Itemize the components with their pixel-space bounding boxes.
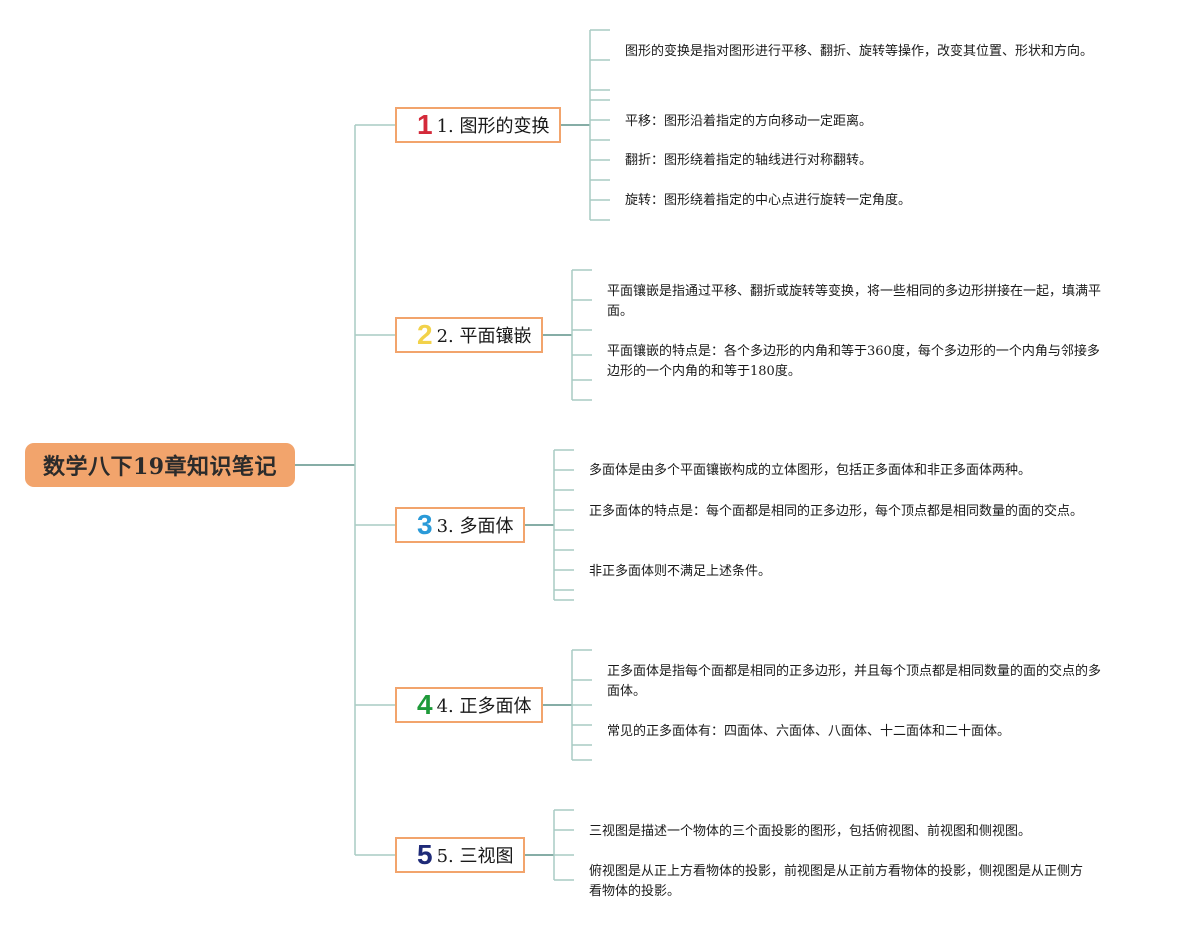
note-2-2: 平面镶嵌的特点是：各个多边形的内角和等于360度，每个多边形的一个内角与邻接多边… [607,344,1100,379]
note-3-1: 多面体是由多个平面镶嵌构成的立体图形，包括正多面体和非正多面体两种。 [589,463,1032,478]
topic-node-4[interactable]: 4 4. 正多面体 [395,687,543,723]
number-5-icon: 5 [417,839,433,870]
note-5-2: 俯视图是从正上方看物体的投影，前视图是从正前方看物体的投影，侧视图是从正侧方看物… [589,864,1084,899]
topic-node-5[interactable]: 5 5. 三视图 [395,837,525,873]
note-3-2: 正多面体的特点是：每个面都是相同的正多边形，每个顶点都是相同数量的面的交点。 [589,504,1084,519]
number-2-icon: 2 [417,319,433,350]
note-5-1: 三视图是描述一个物体的三个面投影的图形，包括俯视图、前视图和侧视图。 [589,824,1032,839]
topic-node-3[interactable]: 3 3. 多面体 [395,507,525,543]
note-1-1: 图形的变换是指对图形进行平移、翻折、旋转等操作，改变其位置、形状和方向。 [625,44,1094,59]
number-4-icon: 4 [417,689,433,720]
topic-label: 3. 多面体 [436,516,514,537]
number-1-icon: 1 [417,109,433,140]
note-2-1: 平面镶嵌是指通过平移、翻折或旋转等变换，将一些相同的多边形拼接在一起，填满平面。 [607,284,1102,319]
topic-label: 1. 图形的变换 [436,116,550,137]
note-4-1: 正多面体是指每个面都是相同的正多边形，并且每个顶点都是相同数量的面的交点的多面体… [607,664,1102,699]
note-1-3: 翻折：图形绕着指定的轴线进行对称翻转。 [625,153,873,168]
topic-node-2[interactable]: 2 2. 平面镶嵌 [395,317,543,353]
topic-label: 4. 正多面体 [436,696,532,717]
topic-label: 5. 三视图 [436,846,514,867]
note-1-2: 平移：图形沿着指定的方向移动一定距离。 [625,114,873,129]
topic-label: 2. 平面镶嵌 [436,326,532,347]
note-4-2: 常见的正多面体有：四面体、六面体、八面体、十二面体和二十面体。 [607,724,1011,739]
note-3-3: 非正多面体则不满足上述条件。 [589,564,772,579]
topic-node-1[interactable]: 1 1. 图形的变换 [395,107,561,143]
note-1-4: 旋转：图形绕着指定的中心点进行旋转一定角度。 [625,193,912,208]
root-node[interactable]: 数学八下19章知识笔记 [25,443,295,487]
number-3-icon: 3 [417,509,433,540]
root-title: 数学八下19章知识笔记 [42,454,278,480]
